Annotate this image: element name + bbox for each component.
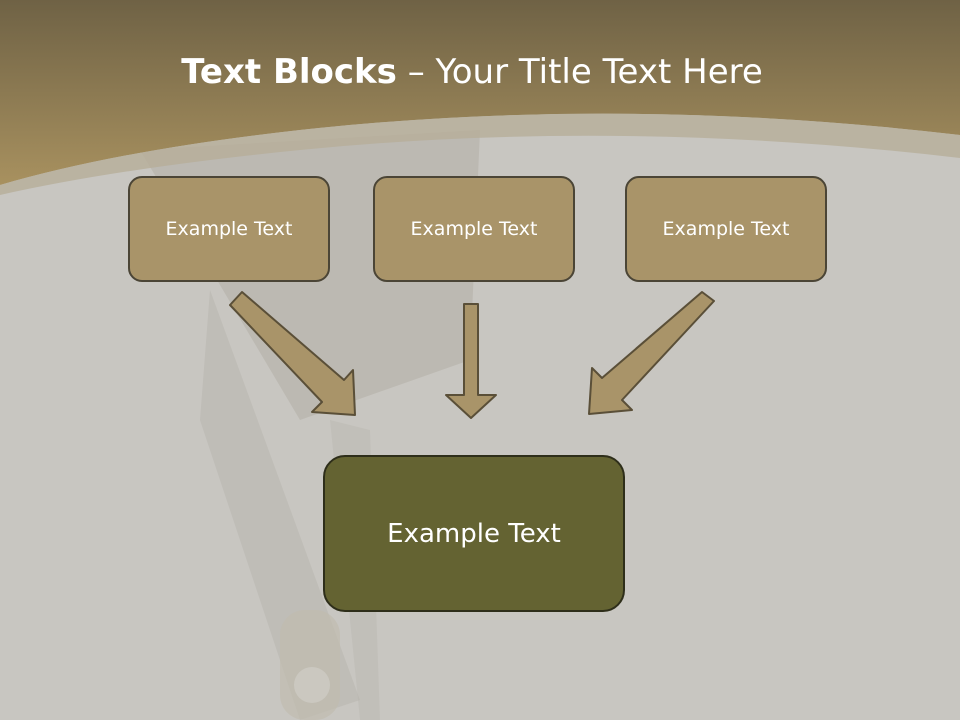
result-block[interactable]: Example Text — [323, 455, 625, 612]
arrow-right-to-result — [588, 291, 715, 415]
arrow-center-to-result — [445, 303, 497, 419]
text-block-left[interactable]: Example Text — [128, 176, 330, 282]
title-rest: – Your Title Text Here — [396, 52, 763, 92]
text-block-left-label: Example Text — [165, 218, 293, 240]
text-block-center[interactable]: Example Text — [373, 176, 575, 282]
page-title: Text Blocks – Your Title Text Here — [0, 52, 944, 92]
result-block-label: Example Text — [387, 518, 561, 549]
header-accent-curve — [0, 113, 960, 195]
arrow-left-to-result — [229, 291, 356, 416]
header-band — [0, 0, 960, 185]
text-block-right[interactable]: Example Text — [625, 176, 827, 282]
title-bold-part: Text Blocks — [181, 52, 397, 92]
text-block-center-label: Example Text — [410, 218, 538, 240]
text-block-right-label: Example Text — [662, 218, 790, 240]
